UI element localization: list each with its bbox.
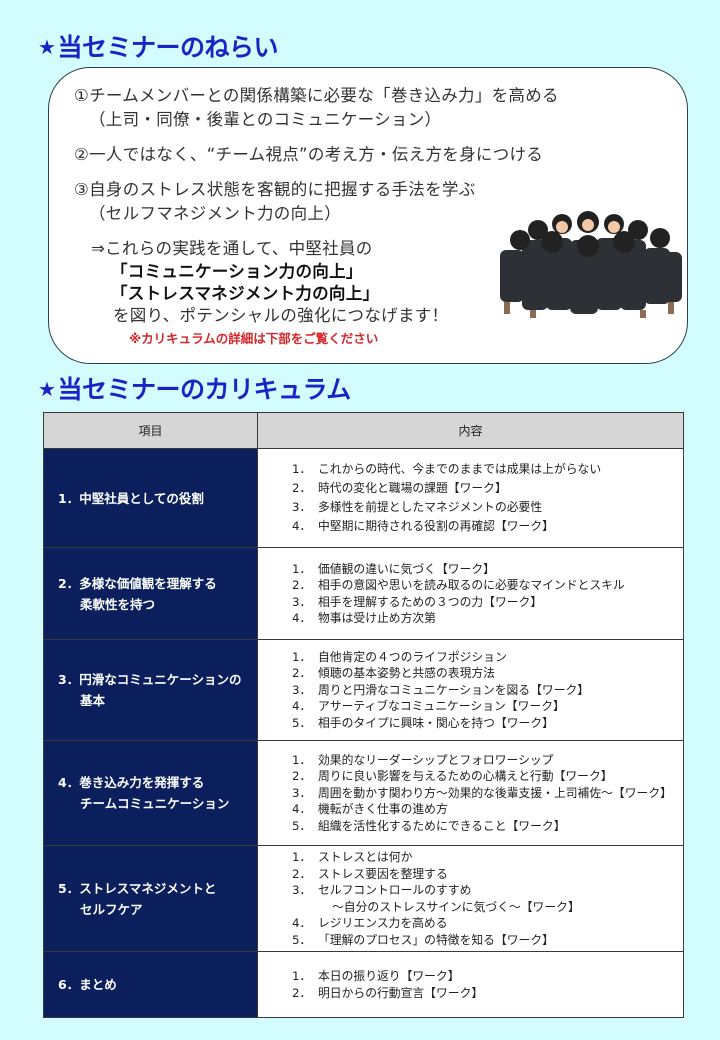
content-item: 3．周りと円滑なコミュニケーションを図る【ワーク】 — [292, 682, 590, 697]
content-cell: 1．自他肯定の４つのライフポジション 2．傾聴の基本姿勢と共感の表現方法 3．周… — [257, 639, 684, 741]
content-item: 1．自他肯定の４つのライフポジション — [292, 649, 507, 664]
item-title-line2: 基本 — [80, 693, 106, 708]
content-cell: 1．これからの時代、今までのままでは成果は上がらない 2．時代の変化と職場の課題… — [257, 448, 684, 548]
content-item: 3．相手を理解するための３つの力【ワーク】 — [292, 594, 543, 609]
content-item: 1．効果的なリーダーシップとフォロワーシップ — [292, 752, 554, 767]
content-cell: 1．効果的なリーダーシップとフォロワーシップ 2．周りに良い影響を与えるための心… — [257, 740, 684, 846]
curriculum-table: 項目 内容 1．中堅社員としての役割 1．これからの時代、今までのままでは成果は… — [43, 412, 684, 1018]
summary-intro: ⇒これらの実践を通して、中堅社員の — [91, 239, 373, 258]
aim-item-2: ②一人ではなく、“チーム視点”の考え方・伝え方を身につける — [74, 145, 544, 164]
table-row: 2．多様な価値観を理解する 柔軟性を持つ 1．価値観の違いに気づく【ワーク】 2… — [43, 547, 684, 640]
section-title-aims: ★当セミナーのねらい — [38, 28, 278, 64]
item-cell: 6．まとめ — [43, 951, 258, 1018]
content-item: 2．相手の意図や思いを読み取るのに必要なマインドとスキル — [292, 578, 625, 592]
content-item: 3．多様性を前提としたマネジメントの必要性 — [292, 500, 543, 514]
content-item: 5．相手のタイプに興味・関心を持つ【ワーク】 — [292, 715, 554, 730]
item-cell: 5．ストレスマネジメントと セルフケア — [43, 845, 258, 952]
section-title-text: 当セミナーのカリキュラム — [57, 375, 351, 404]
content-item: 3．セルフコントロールのすすめ — [292, 883, 472, 897]
aim-item-1: ①チームメンバーとの関係構築に必要な「巻き込み力」を高める — [74, 86, 559, 105]
item-cell: 3．円滑なコミュニケーションの 基本 — [43, 639, 258, 741]
section-title-text: 当セミナーのねらい — [57, 33, 278, 62]
content-item: 4．レジリエンス力を高める — [292, 916, 448, 930]
star-icon: ★ — [38, 35, 56, 59]
header-content: 内容 — [257, 412, 684, 449]
section-title-curriculum: ★当セミナーのカリキュラム — [38, 370, 351, 406]
content-item: 3．周囲を動かす関わり方～効果的な後輩支援・上司補佐～【ワーク】 — [292, 785, 672, 800]
aim-item-3-detail: （セルフマネジメント力の向上） — [89, 204, 341, 223]
item-title: 2．多様な価値観を理解する — [58, 575, 217, 591]
content-item: 4．機転がきく仕事の進め方 — [292, 802, 448, 817]
table-row: 5．ストレスマネジメントと セルフケア 1．ストレスとは何か 2．ストレス要因を… — [43, 845, 684, 952]
content-item: 5．「理解のプロセス」の特徴を知る【ワーク】 — [292, 932, 554, 947]
curriculum-note: ※カリキュラムの詳細は下部をご覧ください — [129, 331, 379, 346]
header-item: 項目 — [43, 412, 258, 449]
item-title-line2: 柔軟性を持つ — [80, 596, 156, 612]
summary-end: を図り、ポテンシャルの強化につなげます！ — [113, 306, 449, 325]
item-title: 3．円滑なコミュニケーションの — [58, 672, 242, 687]
item-cell: 4．巻き込み力を発揮する チームコミュニケーション — [43, 740, 258, 846]
content-item: 4．物事は受け止め方次第 — [292, 611, 436, 625]
content-cell: 1．価値観の違いに気づく【ワーク】 2．相手の意図や思いを読み取るのに必要なマイ… — [257, 547, 684, 640]
content-item: 2．時代の変化と職場の課題【ワーク】 — [292, 481, 507, 495]
summary-bold-stress: 「ストレスマネジメント力の向上」 — [111, 284, 380, 303]
team-huddle-illustration — [500, 211, 682, 318]
summary-bold-communication: 「コミュニケーション力の向上」 — [111, 262, 363, 281]
content-item: 1．ストレスとは何か — [292, 850, 413, 864]
item-cell: 1．中堅社員としての役割 — [43, 448, 258, 548]
content-item: 1．これからの時代、今までのままでは成果は上がらない — [292, 462, 602, 476]
content-item-sub: ～自分のストレスサインに気づく～【ワーク】 — [332, 899, 580, 914]
table-row: 6．まとめ 1．本日の振り返り【ワーク】 2．明日からの行動宣言【ワーク】 — [43, 951, 684, 1018]
table-row: 1．中堅社員としての役割 1．これからの時代、今までのままでは成果は上がらない … — [43, 448, 684, 548]
content-item: 1．本日の振り返り【ワーク】 — [292, 969, 460, 983]
content-item: 4．中堅期に期待される役割の再確認【ワーク】 — [292, 519, 554, 533]
item-title: 1．中堅社員としての役割 — [58, 490, 204, 506]
aim-item-1-detail: （上司・同僚・後輩とのコミュニケーション） — [89, 110, 442, 129]
content-item: 2．周りに良い影響を与えるための心構えと行動【ワーク】 — [292, 769, 613, 784]
item-title: 4．巻き込み力を発揮する — [58, 775, 205, 790]
content-item: 4．アサーティブなコミュニケーション【ワーク】 — [292, 699, 565, 714]
item-title-line2: チームコミュニケーション — [80, 796, 230, 811]
content-item: 2．明日からの行動宣言【ワーク】 — [292, 985, 484, 1000]
table-header-row: 項目 内容 — [43, 412, 684, 449]
content-item: 2．傾聴の基本姿勢と共感の表現方法 — [292, 666, 495, 681]
aim-item-3: ③自身のストレス状態を客観的に把握する手法を学ぶ — [74, 180, 476, 199]
content-item: 2．ストレス要因を整理する — [292, 866, 448, 881]
table-row: 3．円滑なコミュニケーションの 基本 1．自他肯定の４つのライフポジション 2．… — [43, 639, 684, 741]
table-row: 4．巻き込み力を発揮する チームコミュニケーション 1．効果的なリーダーシップと… — [43, 740, 684, 846]
content-item: 1．価値観の違いに気づく【ワーク】 — [292, 561, 495, 576]
item-title: 5．ストレスマネジメントと — [58, 880, 217, 896]
item-title-line2: セルフケア — [80, 901, 143, 917]
item-cell: 2．多様な価値観を理解する 柔軟性を持つ — [43, 547, 258, 640]
star-icon: ★ — [38, 377, 56, 401]
content-item: 5．組織を活性化するためにできること【ワーク】 — [292, 818, 566, 833]
item-title: 6．まとめ — [58, 977, 117, 992]
content-cell: 1．本日の振り返り【ワーク】 2．明日からの行動宣言【ワーク】 — [257, 951, 684, 1018]
content-cell: 1．ストレスとは何か 2．ストレス要因を整理する 3．セルフコントロールのすすめ… — [257, 845, 684, 952]
